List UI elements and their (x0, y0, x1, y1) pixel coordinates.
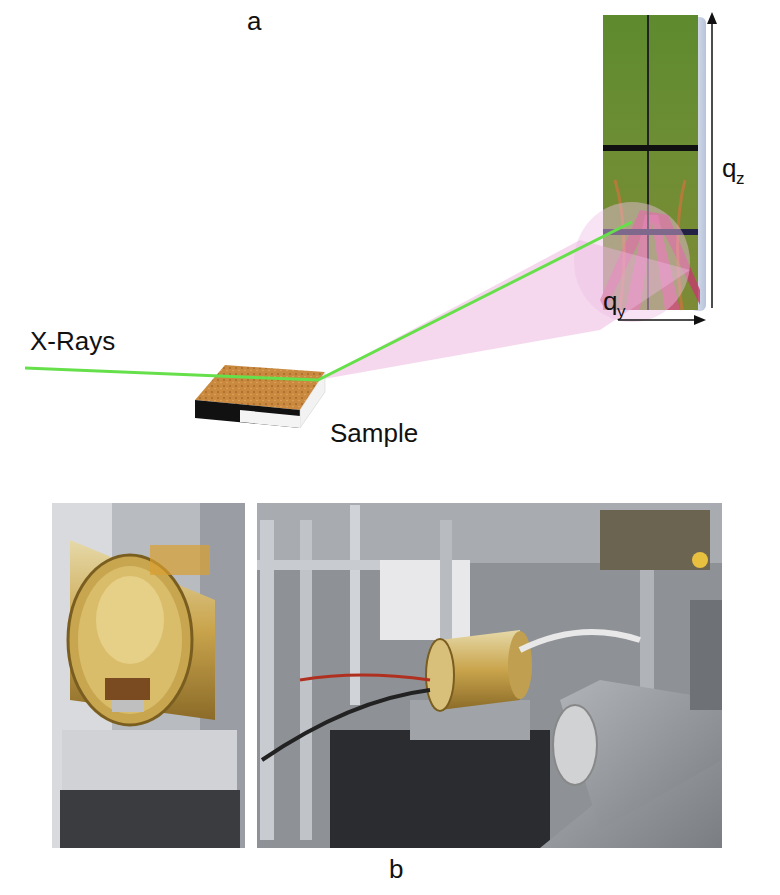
axis-subscript: y (617, 303, 626, 320)
photo-right (257, 503, 722, 848)
beam-label: X-Rays (30, 328, 115, 354)
photo-left (52, 503, 245, 848)
axis-subscript: z (736, 170, 745, 187)
axis-label: q (722, 155, 736, 181)
panel-letter: a (247, 8, 261, 34)
x-ray-beam (25, 222, 632, 380)
panel-letter: b (389, 856, 403, 882)
axis-label: q (603, 288, 617, 314)
sample-label: Sample (330, 420, 418, 446)
